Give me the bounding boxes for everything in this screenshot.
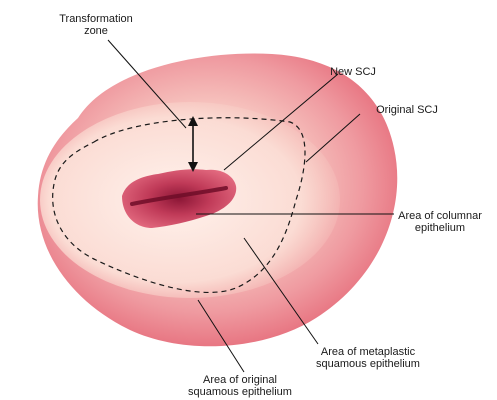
label-original-scj: Original SCJ <box>362 104 452 116</box>
label-metaplastic-epithelium: Area of metaplastic squamous epithelium <box>298 346 438 370</box>
label-original-squamous: Area of original squamous epithelium <box>170 374 310 398</box>
label-columnar-epithelium: Area of columnar epithelium <box>380 210 497 234</box>
label-new-scj: New SCJ <box>318 66 388 78</box>
label-transformation-zone: Transformation zone <box>46 13 146 37</box>
